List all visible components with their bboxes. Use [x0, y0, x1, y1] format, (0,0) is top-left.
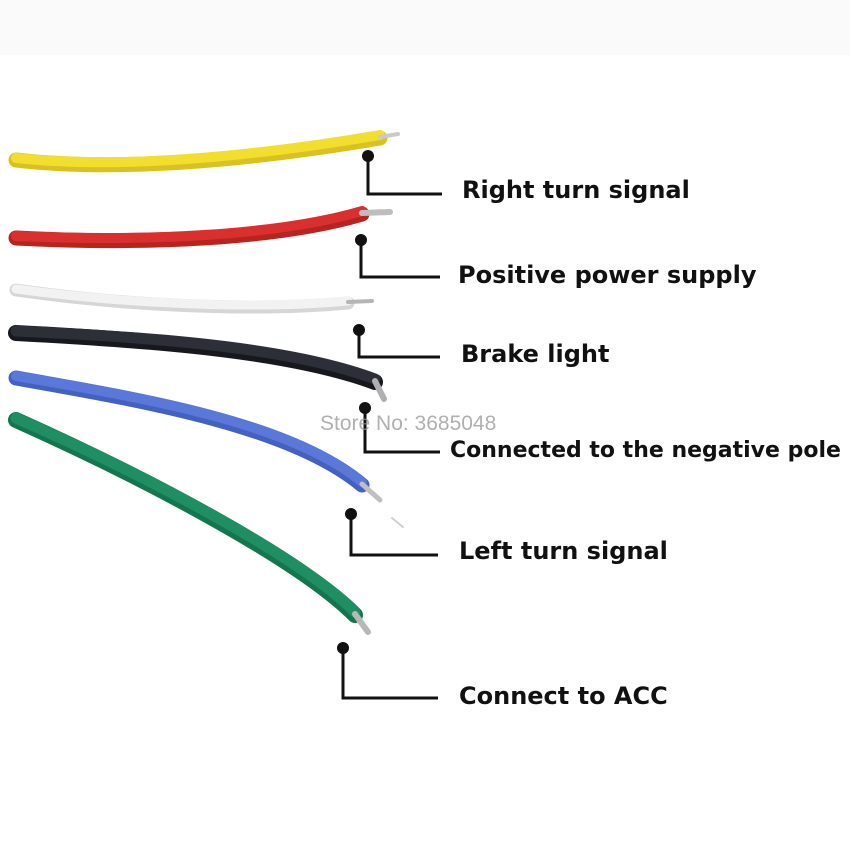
label-negative-pole: Connected to the negative pole	[450, 438, 841, 463]
leader-line-4	[363, 410, 440, 454]
store-watermark: Store No: 3685048	[320, 412, 497, 435]
dot-marker-3	[353, 324, 365, 336]
leader-dots	[337, 150, 374, 654]
yellow-wire	[8, 130, 400, 173]
leader-lines	[341, 158, 442, 700]
label-positive-power-supply: Positive power supply	[458, 261, 757, 289]
top-band	[0, 0, 850, 55]
dot-marker-2	[355, 234, 367, 246]
white-wire	[9, 283, 374, 314]
black-wire	[8, 325, 387, 402]
leader-line-3	[357, 332, 440, 359]
red-wire	[8, 206, 393, 249]
leader-line-6	[341, 650, 438, 700]
dot-marker-1	[362, 150, 374, 162]
leader-line-1	[366, 158, 442, 196]
blue-wire	[8, 370, 404, 528]
dot-marker-5	[345, 508, 357, 520]
label-brake-light: Brake light	[461, 340, 610, 368]
dot-marker-6	[337, 642, 349, 654]
green-wire	[8, 412, 371, 635]
label-connect-to-acc: Connect to ACC	[459, 682, 668, 710]
dot-marker-4	[359, 402, 371, 414]
leader-line-2	[359, 242, 440, 279]
label-right-turn-signal: Right turn signal	[462, 176, 690, 204]
label-left-turn-signal: Left turn signal	[459, 537, 668, 565]
leader-line-5	[349, 516, 438, 557]
